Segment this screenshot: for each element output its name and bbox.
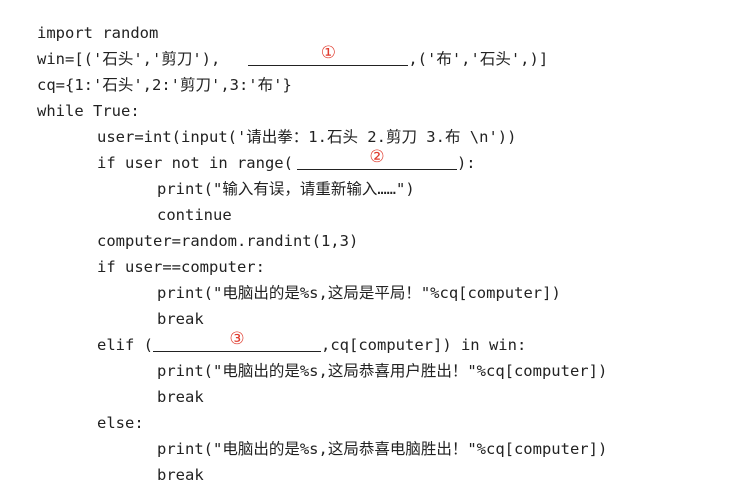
code-line-13: elif ( ③ ,cq[computer]) in win: bbox=[37, 329, 607, 358]
blank-1: ① bbox=[248, 43, 409, 66]
code-line-13-end: ,cq[computer]) in win: bbox=[321, 336, 527, 354]
code-line-6: if user not in range( ②): bbox=[37, 147, 607, 176]
code-line-9: computer=random.randint(1,3) bbox=[97, 232, 359, 250]
blank-3-number: ③ bbox=[229, 329, 245, 349]
blank-2: ② bbox=[296, 147, 457, 170]
code-line-14: print("电脑出的是%s,这局恭喜用户胜出！"%cq[computer]) bbox=[157, 362, 608, 380]
code-line-1: import random bbox=[37, 24, 159, 42]
code-line-12: break bbox=[157, 310, 204, 328]
code-line-2: win=[('石头','剪刀'), ① ,('布','石头',)] bbox=[37, 43, 607, 72]
code-line-2-end: ,('布','石头',)] bbox=[408, 50, 549, 68]
code-line-16: else: bbox=[97, 414, 144, 432]
code-line-17: print("电脑出的是%s,这局恭喜电脑胜出！"%cq[computer]) bbox=[157, 440, 608, 458]
code-line-6-end: ): bbox=[456, 154, 476, 172]
code-line-4: while True: bbox=[37, 102, 140, 120]
code-line-18: break bbox=[157, 466, 204, 484]
code-line-6-start: if user not in range( bbox=[97, 154, 293, 172]
blank-1-number: ① bbox=[320, 43, 336, 63]
code-line-7: print("输入有误，请重新输入……") bbox=[157, 180, 415, 198]
code-line-10: if user==computer: bbox=[97, 258, 265, 276]
code-line-5: user=int(input('请出拳：1.石头 2.剪刀 3.布 \n')) bbox=[97, 128, 517, 146]
code-line-15: break bbox=[157, 388, 204, 406]
blank-2-number: ② bbox=[369, 147, 385, 167]
blank-3: ③ bbox=[153, 329, 321, 352]
code-line-3: cq={1:'石头',2:'剪刀',3:'布'} bbox=[37, 76, 292, 94]
code-line-8: continue bbox=[157, 206, 232, 224]
code-line-2-start: win=[('石头','剪刀'), bbox=[37, 50, 221, 68]
code-block: import random win=[('石头','剪刀'), ① ,('布','石… bbox=[37, 20, 607, 488]
code-line-11: print("电脑出的是%s,这局是平局！"%cq[computer]) bbox=[157, 284, 561, 302]
code-line-13-start: elif ( bbox=[97, 336, 153, 354]
